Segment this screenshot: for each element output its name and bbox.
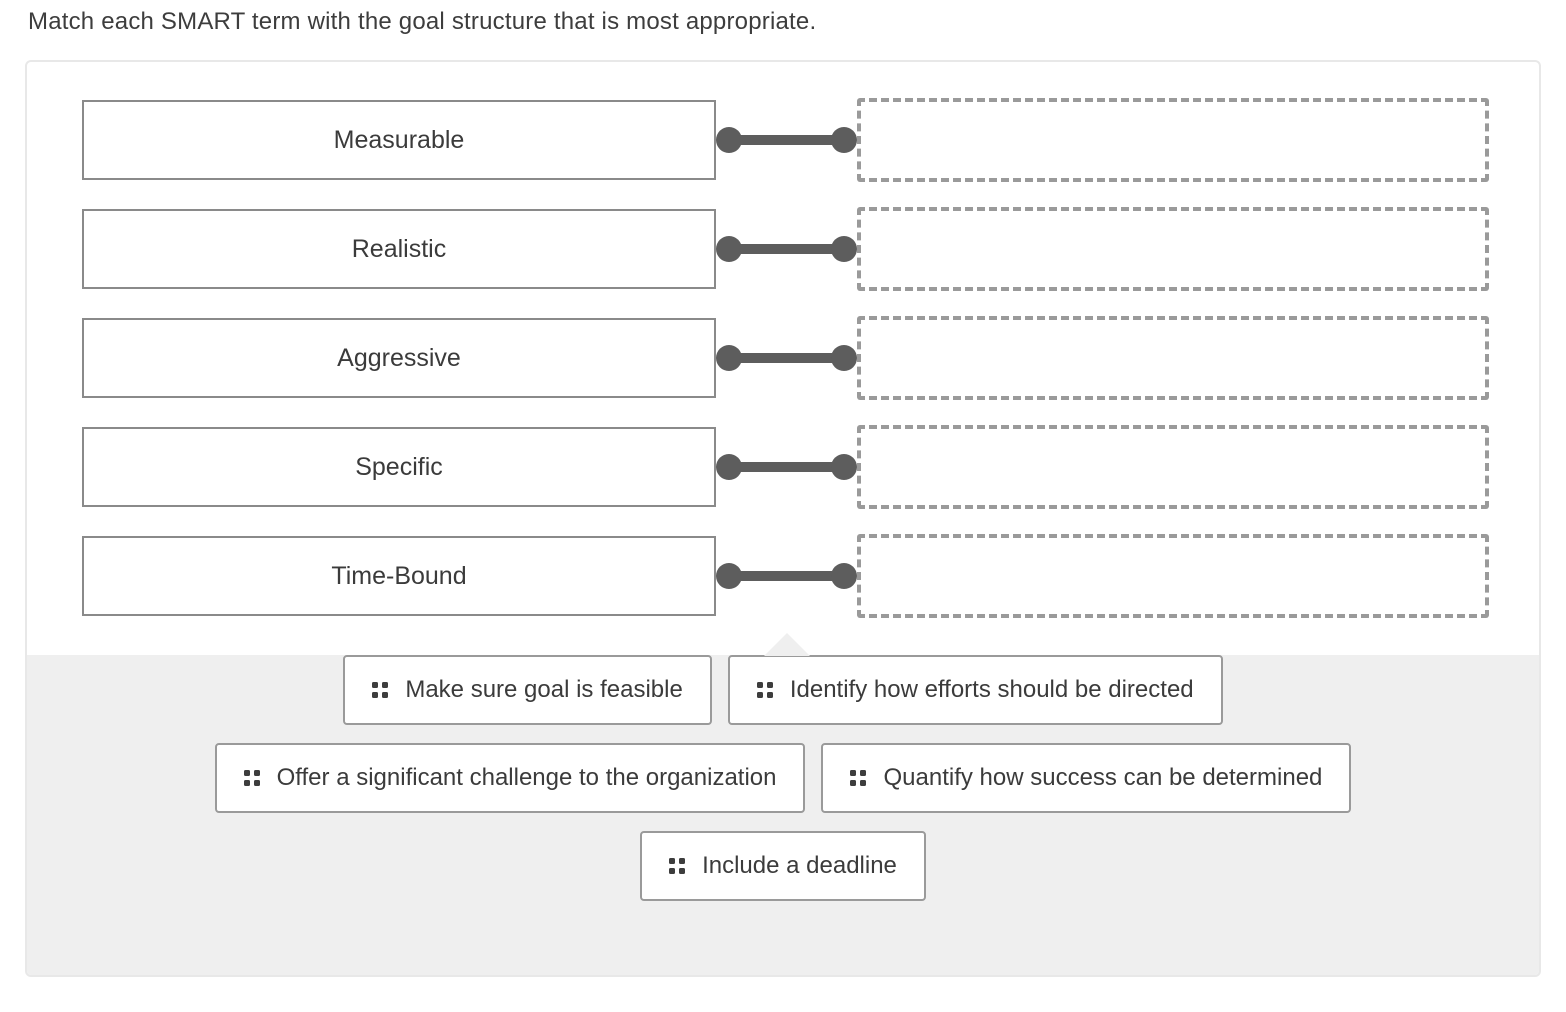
- connector-line: [716, 127, 857, 153]
- connector-bar: [728, 244, 845, 254]
- term-label: Time-Bound: [331, 561, 467, 590]
- match-row: Specific: [27, 425, 1539, 509]
- drag-handle-icon: [372, 682, 389, 698]
- drag-handle-icon: [850, 770, 867, 786]
- drop-zone-time-bound[interactable]: [857, 534, 1489, 618]
- answer-chip-label: Make sure goal is feasible: [405, 676, 683, 703]
- answer-chip-label: Quantify how success can be determined: [883, 764, 1323, 791]
- answer-row: Include a deadline: [27, 831, 1539, 901]
- match-row: Measurable: [27, 98, 1539, 182]
- connector-bar: [728, 462, 845, 472]
- term-box-aggressive: Aggressive: [82, 318, 716, 398]
- answer-row: Offer a significant challenge to the org…: [27, 743, 1539, 813]
- drag-handle-icon: [243, 770, 260, 786]
- term-box-time-bound: Time-Bound: [82, 536, 716, 616]
- answer-chip-label: Include a deadline: [702, 852, 897, 879]
- connector-dot-right: [831, 454, 857, 480]
- term-box-measurable: Measurable: [82, 100, 716, 180]
- connector-dot-right: [831, 345, 857, 371]
- term-label: Realistic: [351, 234, 447, 263]
- drop-zone-aggressive[interactable]: [857, 316, 1489, 400]
- match-row: Aggressive: [27, 316, 1539, 400]
- drop-zone-realistic[interactable]: [857, 207, 1489, 291]
- drop-zone-measurable[interactable]: [857, 98, 1489, 182]
- term-label: Aggressive: [337, 343, 461, 372]
- answer-chip-label: Offer a significant challenge to the org…: [276, 764, 777, 791]
- term-box-specific: Specific: [82, 427, 716, 507]
- connector-bar: [728, 571, 845, 581]
- panel-notch: [764, 633, 810, 656]
- drop-zone-specific[interactable]: [857, 425, 1489, 509]
- connector-dot-right: [831, 563, 857, 589]
- matching-question-card: Measurable Realistic Aggressive: [25, 60, 1541, 977]
- answer-chip-label: Identify how efforts should be directed: [789, 676, 1194, 703]
- connector-dot-right: [831, 127, 857, 153]
- drag-handle-icon: [756, 682, 773, 698]
- answer-chip-feasible[interactable]: Make sure goal is feasible: [343, 655, 712, 725]
- match-row: Time-Bound: [27, 534, 1539, 618]
- connector-line: [716, 454, 857, 480]
- connector-line: [716, 345, 857, 371]
- connector-bar: [728, 135, 845, 145]
- term-box-realistic: Realistic: [82, 209, 716, 289]
- answer-chip-efforts-directed[interactable]: Identify how efforts should be directed: [727, 655, 1223, 725]
- match-row: Realistic: [27, 207, 1539, 291]
- term-label: Measurable: [333, 125, 465, 154]
- connector-dot-right: [831, 236, 857, 262]
- term-label: Specific: [355, 452, 443, 481]
- answer-row: Make sure goal is feasible Identify how …: [27, 655, 1539, 725]
- answer-chip-deadline[interactable]: Include a deadline: [640, 831, 926, 901]
- drag-handle-icon: [669, 858, 686, 874]
- question-prompt: Match each SMART term with the goal stru…: [28, 8, 817, 35]
- answer-chip-quantify-success[interactable]: Quantify how success can be determined: [821, 743, 1352, 813]
- connector-line: [716, 563, 857, 589]
- connector-bar: [728, 353, 845, 363]
- answer-chip-significant-challenge[interactable]: Offer a significant challenge to the org…: [214, 743, 806, 813]
- answer-bank-panel: Make sure goal is feasible Identify how …: [27, 633, 1539, 975]
- connector-line: [716, 236, 857, 262]
